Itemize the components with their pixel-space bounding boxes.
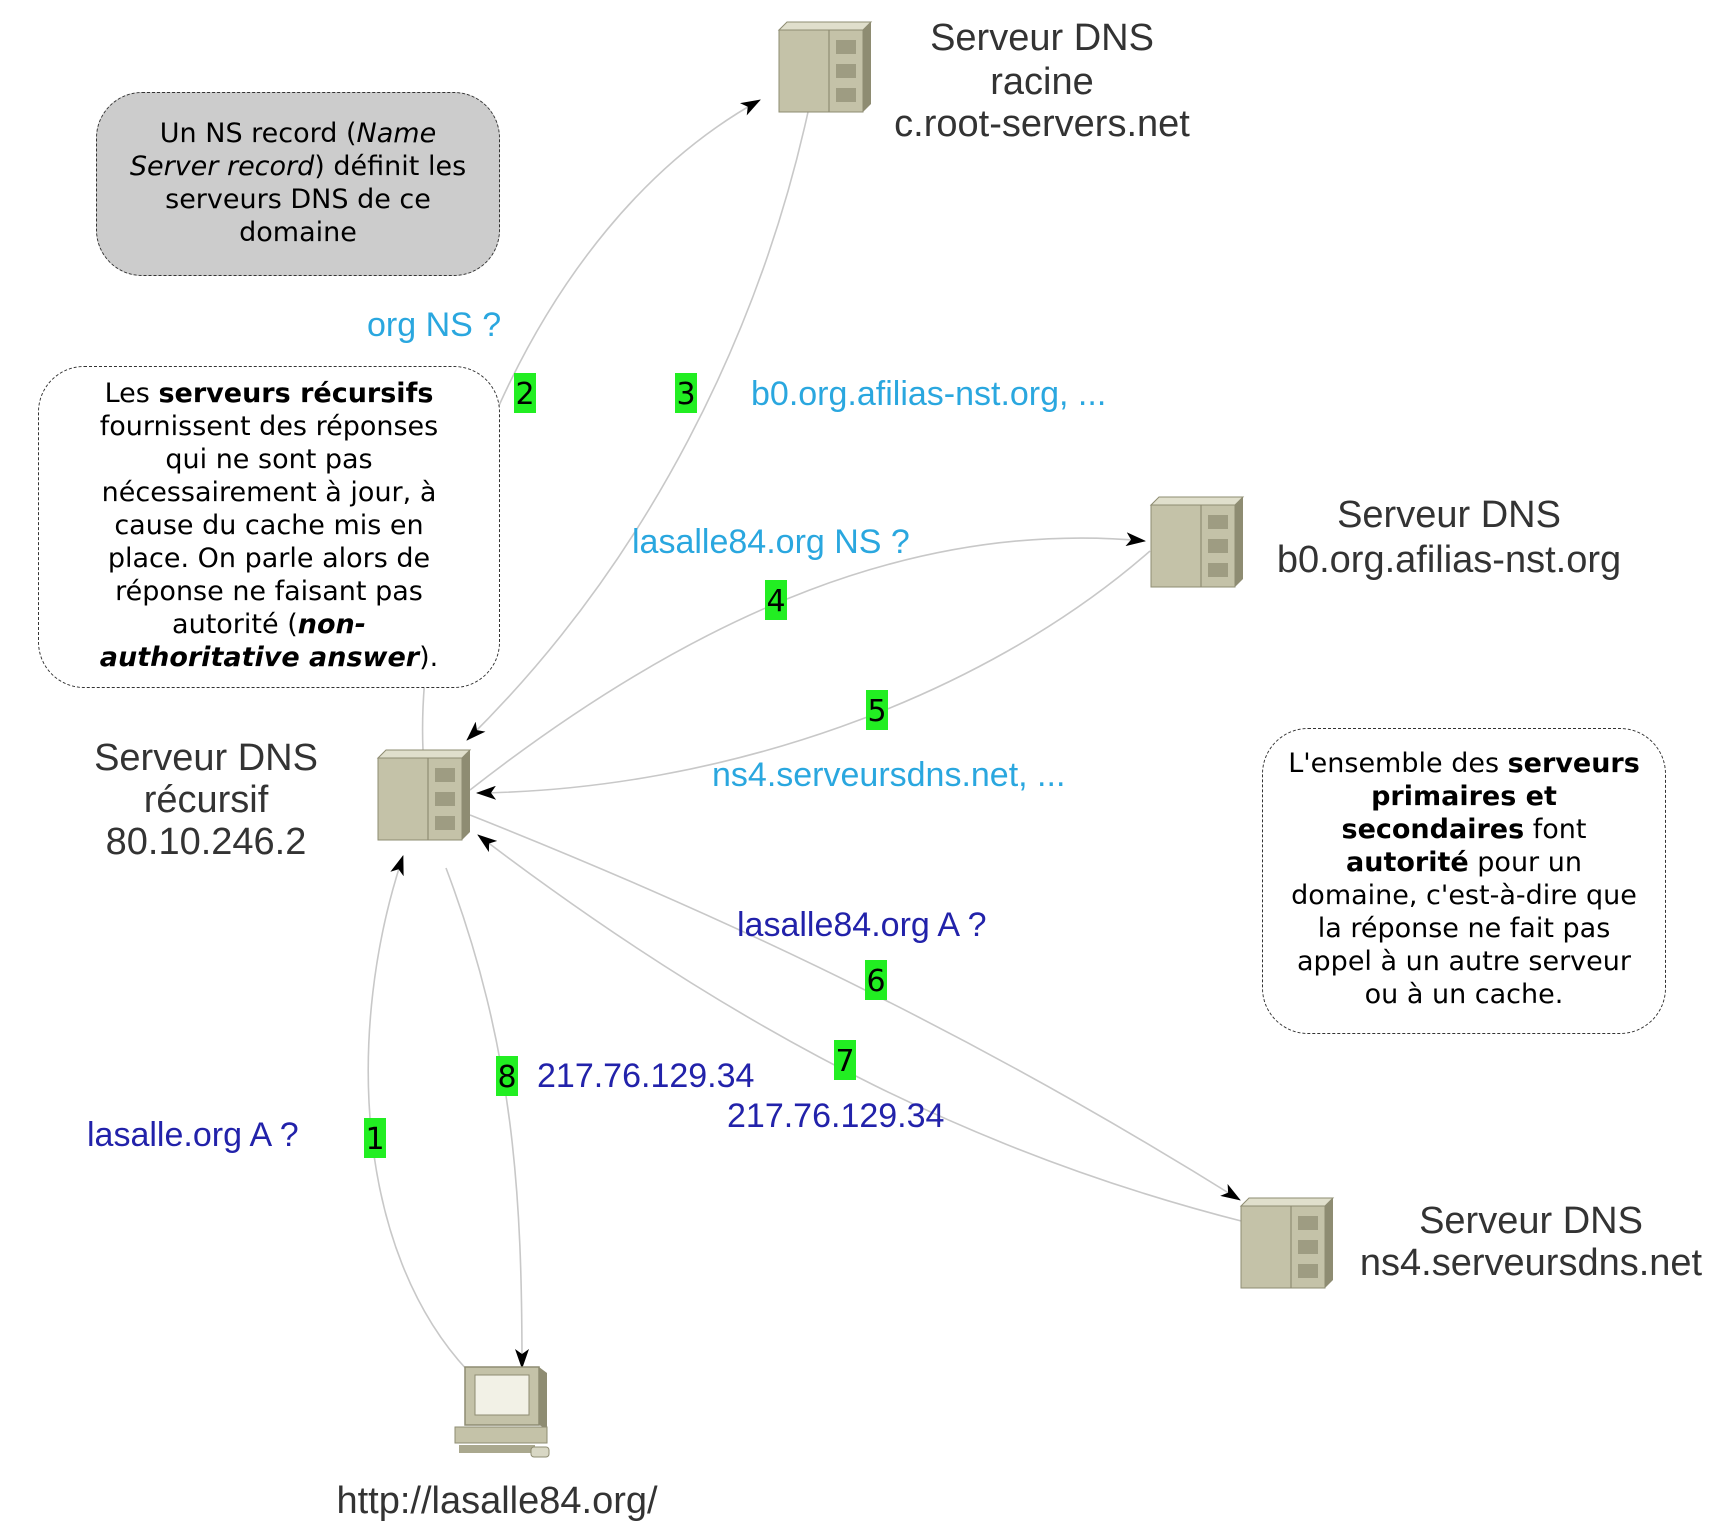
ns4-label-line-2: ns4.serveursdns.net [1360, 1242, 1703, 1284]
note-ns-record-italic: Name Server record [129, 118, 437, 182]
note-recursive-text-3: ). [419, 642, 439, 673]
step-badge-4: 4 [765, 580, 787, 620]
server-icon [1149, 496, 1245, 588]
b0-label-line-2: b0.org.afilias-nst.org [1277, 539, 1621, 581]
edge-7-ns4-to-recursive [477, 834, 1246, 1223]
root-label-line-1: Serveur DNS [930, 17, 1154, 59]
edge-5-b0-to-recursive [476, 550, 1151, 800]
svg-text:3: 3 [676, 377, 695, 412]
svg-text:6: 6 [866, 964, 885, 999]
edges [367, 99, 1246, 1372]
root-label-line-3: c.root-servers.net [894, 103, 1190, 145]
edge-label-5: ns4.serveursdns.net, ... [712, 756, 1065, 794]
note-authority-text-1: L'ensemble des [1288, 748, 1508, 779]
edge-label-1: lasalle.org A ? [87, 1116, 299, 1154]
note-recursive-text-1: Les [104, 378, 159, 409]
node-labels: Serveur DNS racine c.root-servers.net Se… [94, 17, 1702, 1522]
server-icon [1239, 1197, 1335, 1289]
server-icon [376, 749, 472, 841]
root-label-line-2: racine [990, 61, 1094, 103]
edge-label-2: org NS ? [367, 306, 501, 344]
step-badge-2: 2 [514, 373, 536, 413]
step-badge-7: 7 [834, 1040, 856, 1080]
edge-label-4: lasalle84.org NS ? [632, 523, 910, 561]
note-ns-record: Un NS record (Name Server record) défini… [96, 92, 500, 276]
edge-6-recursive-to-ns4 [469, 814, 1241, 1201]
note-authority-text-2: font [1524, 814, 1587, 845]
note-recursive-text-2: fournissent des réponses qui ne sont pas… [99, 411, 439, 640]
edge-label-3: b0.org.afilias-nst.org, ... [751, 375, 1106, 413]
note-ns-record-text-1: Un NS record ( [159, 118, 357, 149]
note-authority-bold-2: autorité [1346, 847, 1469, 878]
svg-text:4: 4 [766, 584, 785, 619]
step-badge-5: 5 [866, 690, 888, 730]
svg-text:1: 1 [365, 1122, 384, 1157]
server-icon [777, 21, 873, 113]
note-authority: L'ensemble des serveurs primaires et sec… [1262, 728, 1666, 1034]
svg-text:8: 8 [497, 1060, 516, 1095]
svg-text:5: 5 [867, 694, 886, 729]
note-authority-text-3: pour un domaine, c'est-à-dire que la rép… [1291, 847, 1637, 1010]
svg-text:7: 7 [835, 1044, 854, 1079]
step-badge-8: 8 [496, 1056, 518, 1096]
edge-label-8: 217.76.129.34 [537, 1057, 754, 1095]
b0-label-line-1: Serveur DNS [1337, 494, 1561, 536]
recursive-label-line-2: récursif [144, 779, 269, 821]
note-recursive-bold-italic: non-authoritative answer [99, 609, 420, 673]
edge-4-recursive-to-b0 [469, 532, 1146, 791]
computer-icon [454, 1366, 550, 1458]
recursive-label-line-3: 80.10.246.2 [106, 821, 307, 863]
note-ns-record-text-2: ) définit les serveurs DNS de ce domaine [165, 151, 467, 248]
client-label: http://lasalle84.org/ [336, 1480, 658, 1522]
edge-label-7: 217.76.129.34 [727, 1097, 944, 1135]
edge-1-client-to-recursive [367, 855, 469, 1372]
step-badge-3: 3 [675, 373, 697, 413]
note-recursive-bold: serveurs récursifs [158, 378, 434, 409]
recursive-label-line-1: Serveur DNS [94, 737, 318, 779]
ns4-label-line-1: Serveur DNS [1419, 1200, 1643, 1242]
edge-labels: lasalle.org A ? org NS ? b0.org.afilias-… [87, 306, 1106, 1154]
step-badge-1: 1 [364, 1118, 386, 1158]
edge-label-6: lasalle84.org A ? [737, 906, 987, 944]
edge-8-recursive-to-client [445, 867, 529, 1369]
note-authority-bold-1: serveurs primaires et secondaires [1341, 748, 1640, 845]
edge-3-root-to-recursive [466, 111, 809, 741]
step-badge-6: 6 [865, 960, 887, 1000]
svg-text:2: 2 [515, 377, 534, 412]
note-recursive: Les serveurs récursifs fournissent des r… [38, 366, 500, 688]
step-badges: 1 2 3 4 5 6 7 8 [364, 373, 888, 1158]
